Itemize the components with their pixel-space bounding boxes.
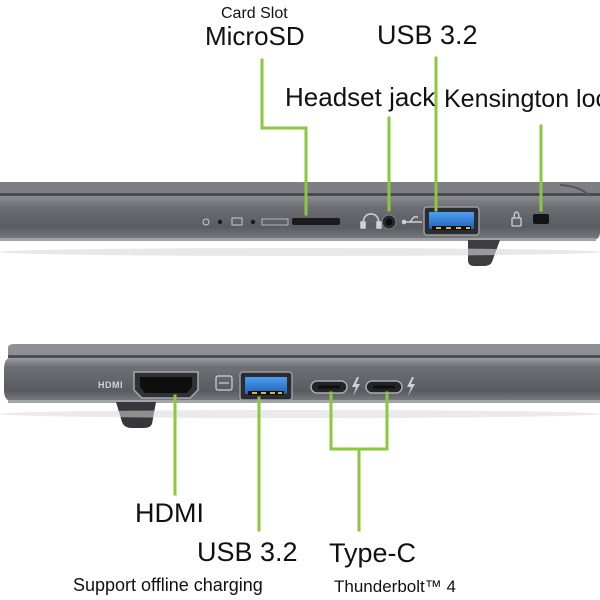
hdmi-logo: HDMI xyxy=(98,380,123,390)
type-c-label: Type-C xyxy=(329,538,417,568)
usb-c-port-icon-2 xyxy=(365,380,403,394)
kensington-lock-icon xyxy=(533,214,549,224)
lock-icon xyxy=(511,211,522,227)
hdmi-port-icon xyxy=(133,371,199,399)
thunderbolt-label: Thunderbolt™ 4 xyxy=(334,577,456,596)
usb-bottom-label: USB 3.2 xyxy=(197,537,298,567)
status-led-icons xyxy=(202,217,289,226)
microsd-slot-icon xyxy=(292,218,340,225)
hdmi-label: HDMI xyxy=(135,498,204,528)
usb-symbol-icon-bottom xyxy=(215,375,233,391)
thunderbolt-icon xyxy=(352,377,360,396)
top-ports xyxy=(202,206,549,236)
headset-jack-icon xyxy=(381,214,397,230)
usb-a-port-icon-bottom xyxy=(239,371,293,401)
usb-top-label: USB 3.2 xyxy=(377,20,478,50)
kensington-label: Kensington loc xyxy=(444,85,600,113)
leader-lines xyxy=(173,56,543,532)
usb-a-port-icon xyxy=(423,206,480,236)
usb-c-port-icon xyxy=(310,380,348,394)
usb-symbol-icon xyxy=(401,216,422,225)
thunderbolt-icon-2 xyxy=(407,377,415,396)
headset-icon xyxy=(360,213,382,229)
bottom-ports: HDMI xyxy=(98,371,415,401)
bottom-laptop-side xyxy=(0,344,600,428)
headset-jack-label: Headset jack xyxy=(285,82,436,112)
card-slot-label: Card Slot xyxy=(221,5,288,22)
microsd-label: MicroSD xyxy=(205,21,305,51)
usb-bottom-sub-label: Support offline charging xyxy=(73,575,263,595)
